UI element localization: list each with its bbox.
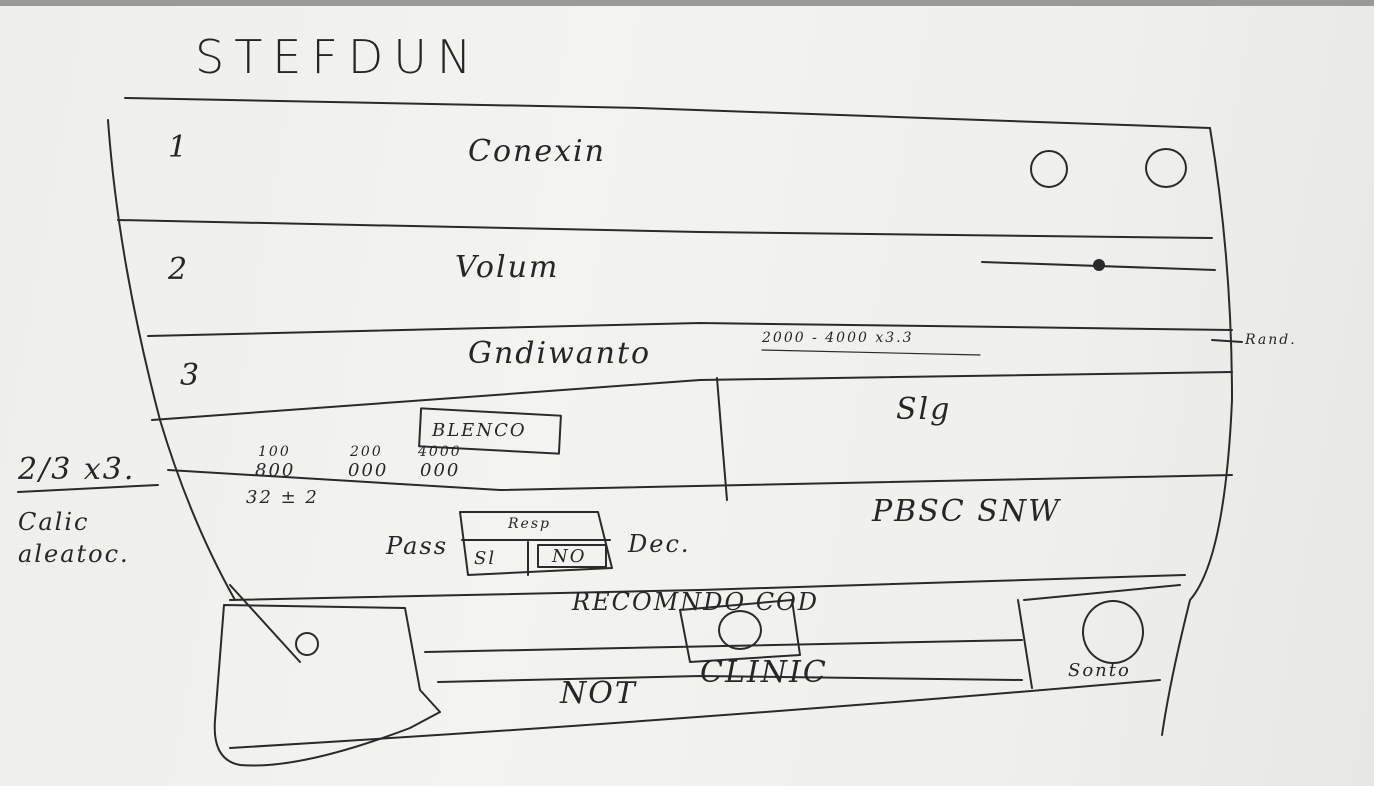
- gear-icon[interactable]: [1030, 150, 1068, 188]
- settings-icon[interactable]: [1145, 148, 1187, 188]
- bottom-left-panel: [213, 604, 441, 767]
- value-000-a: 000: [348, 460, 389, 481]
- counter-value: 32 ± 2: [246, 487, 319, 508]
- row-number-3: 3: [180, 358, 202, 393]
- clock-icon[interactable]: [718, 610, 762, 650]
- sonido-label: Sonto: [1068, 660, 1131, 681]
- pass-switch-label[interactable]: PBSC SNW: [872, 494, 1061, 529]
- right-border: [1161, 127, 1233, 736]
- left-note-line-2: aleatoc.: [18, 540, 130, 568]
- value-200: 200: [350, 444, 383, 460]
- dec-label: Dec.: [628, 530, 691, 558]
- value-4000: 4000: [418, 444, 462, 460]
- right-panel-label: Slg: [896, 392, 952, 427]
- range-side-note: Rand.: [1245, 332, 1297, 348]
- clinic-box: [679, 599, 801, 663]
- row-divider-2: [147, 322, 1233, 337]
- top-border: [124, 97, 1211, 129]
- left-note-line-1: Calic: [18, 508, 90, 536]
- vertical-divider: [716, 377, 728, 501]
- sonido-divider: [1017, 599, 1033, 689]
- row-divider-5: [229, 574, 1186, 601]
- volume-slider-knob: [1093, 259, 1105, 271]
- connection-label: Conexin: [468, 134, 606, 169]
- value-100: 100: [258, 444, 291, 460]
- range-setting-label: Gndiwanto: [468, 336, 652, 371]
- volume-label: Volum: [455, 250, 560, 285]
- recommended-code-label: RECOMNDO COD: [572, 588, 820, 616]
- row-number-1: 1: [168, 130, 190, 165]
- no-button[interactable]: NO: [552, 546, 587, 567]
- blanco-button-outline: [418, 407, 562, 455]
- note-label: NOT: [560, 676, 637, 711]
- page-title: STEFDUN: [195, 30, 482, 84]
- resp-title: Resp: [508, 516, 551, 532]
- resp-box: [459, 511, 613, 576]
- blanco-button[interactable]: BLENCO: [432, 420, 527, 441]
- row-divider-1: [117, 219, 1213, 239]
- range-value: 2000 - 4000 x3.3: [762, 330, 914, 346]
- value-000-b: 000: [420, 460, 461, 481]
- row-divider-4: [167, 469, 1233, 491]
- yes-button[interactable]: Sl: [474, 548, 497, 569]
- value-800: 800: [255, 460, 296, 481]
- left-note-ratio: 2/3 x3.: [18, 452, 136, 487]
- paper-sheet: [0, 6, 1374, 786]
- left-border: [107, 119, 236, 601]
- row-divider-3: [151, 371, 1233, 421]
- row-number-2: 2: [168, 252, 190, 287]
- microphone-icon[interactable]: [295, 632, 319, 656]
- clinic-button[interactable]: CLINIC: [700, 655, 828, 690]
- sound-circle-icon[interactable]: [1082, 600, 1144, 664]
- pass-label: Pass: [386, 532, 449, 560]
